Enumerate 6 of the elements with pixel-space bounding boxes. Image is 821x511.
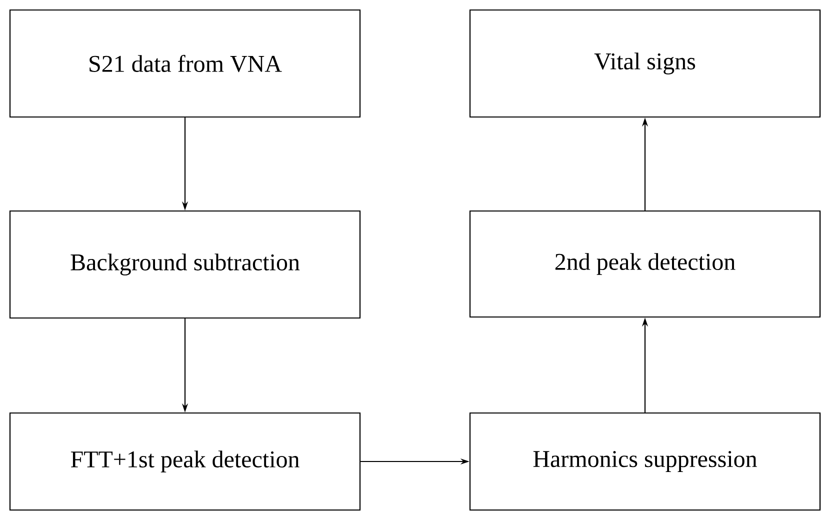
process-box: S21 data from VNA xyxy=(9,9,361,118)
process-box: FTT+1st peak detection xyxy=(9,412,361,511)
process-box: 2nd peak detection xyxy=(469,210,821,318)
process-box: Background subtraction xyxy=(9,210,361,319)
process-box: Vital signs xyxy=(469,9,821,118)
process-box: Harmonics suppression xyxy=(469,412,821,511)
